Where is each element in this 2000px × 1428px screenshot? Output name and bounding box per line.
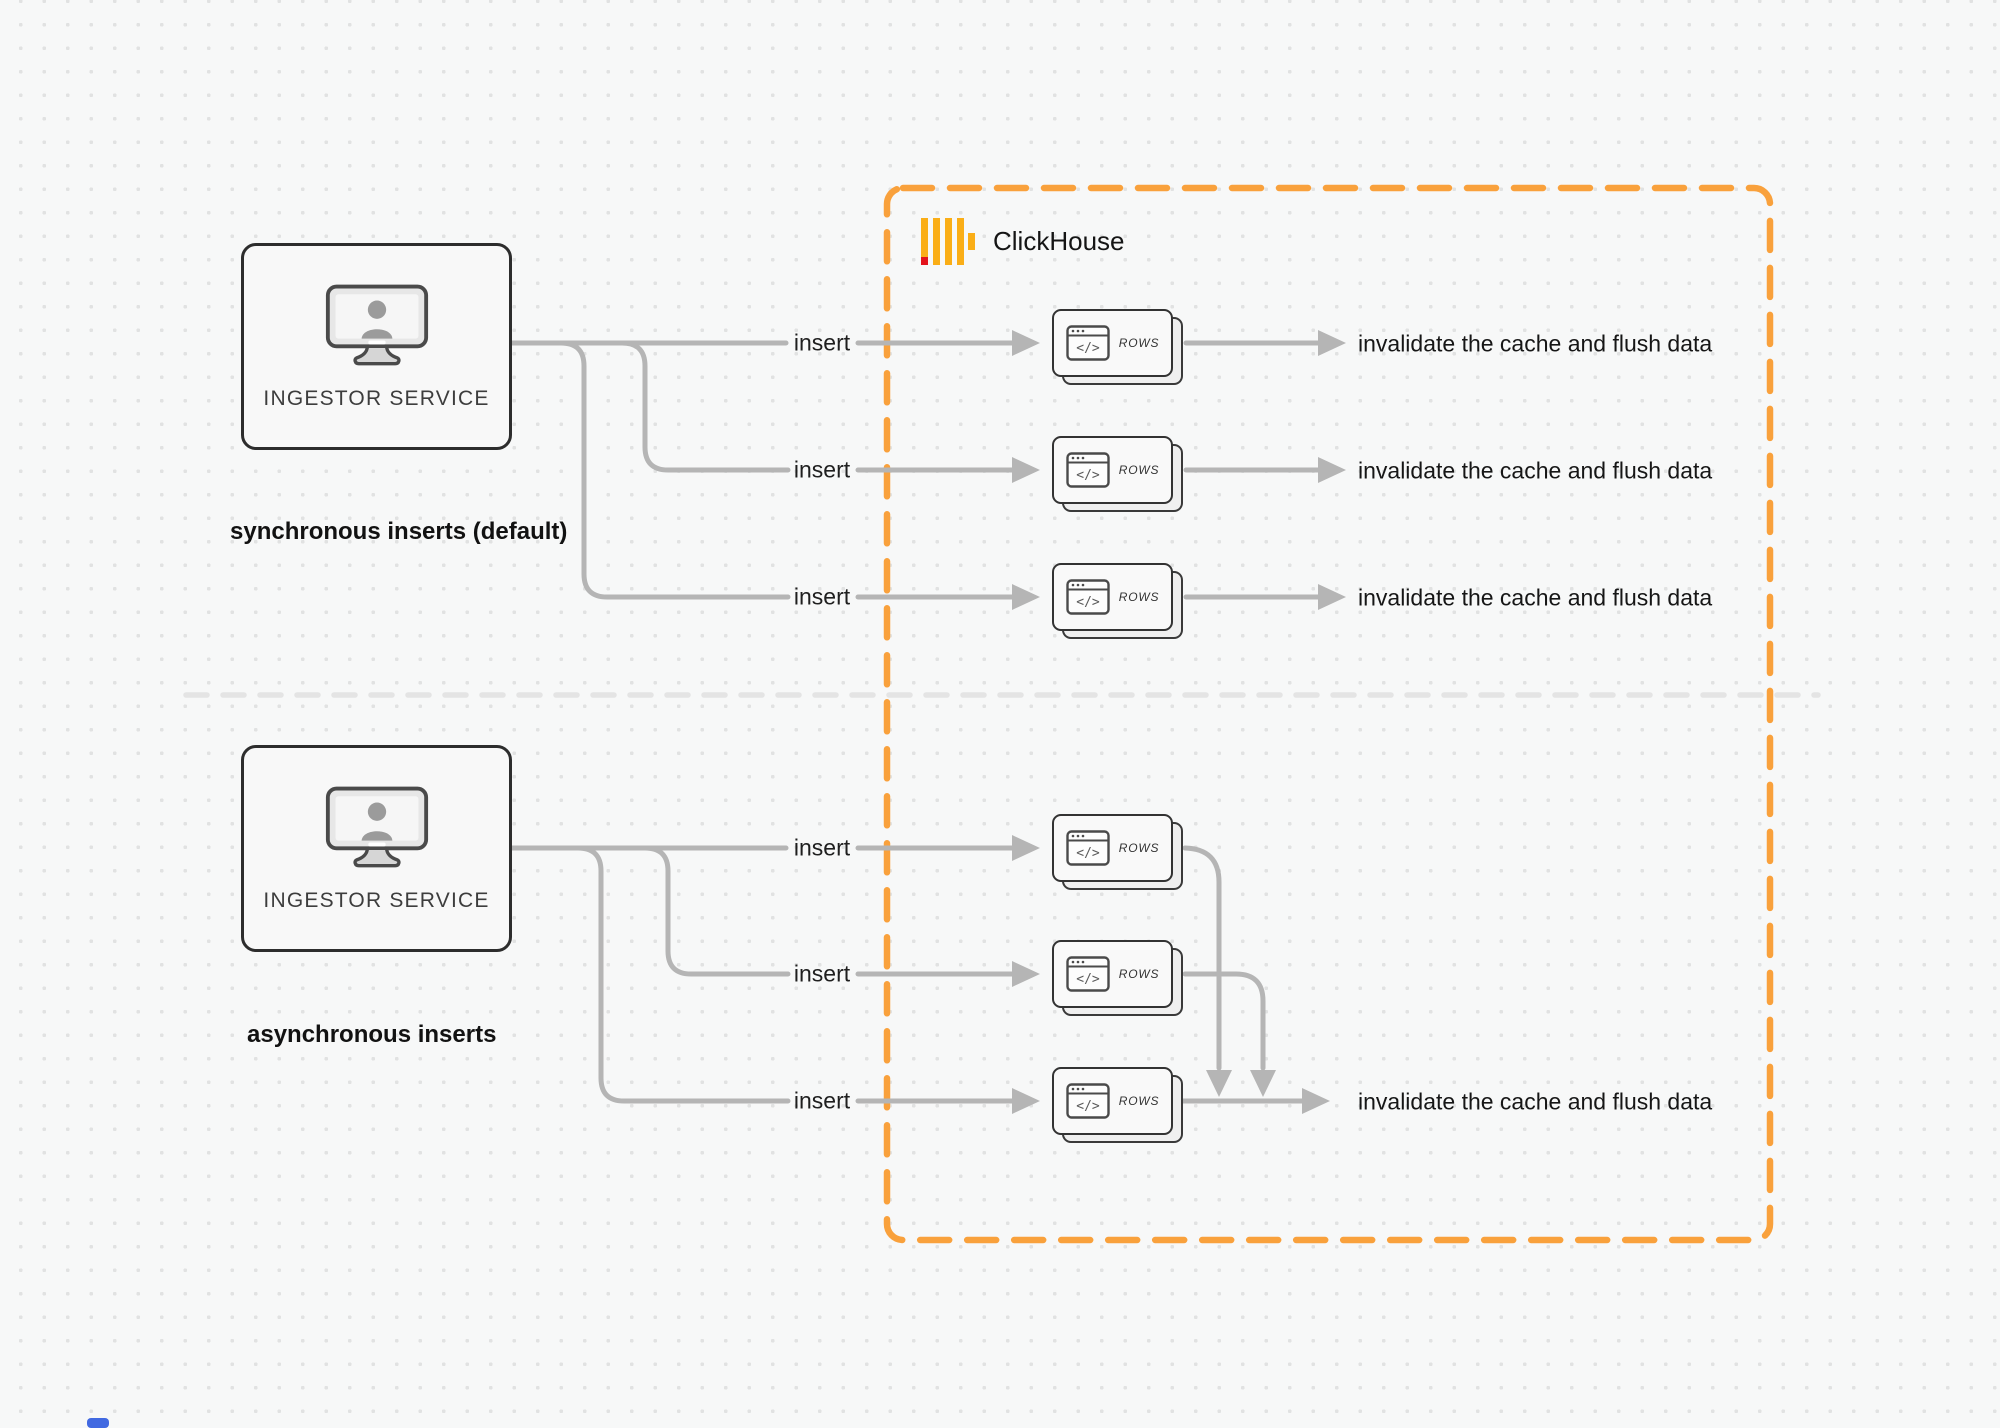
rows-label: ROWS (1118, 967, 1160, 981)
rows-label: ROWS (1118, 841, 1160, 855)
invalidate-label: invalidate the cache and flush data (1358, 457, 1713, 484)
svg-text:</>: </> (1076, 846, 1100, 861)
invalidate-label: invalidate the cache and flush data (1358, 330, 1713, 357)
code-window-icon: </> (1066, 452, 1110, 488)
clickhouse-boundary (883, 184, 1774, 1244)
clickhouse-logo: ClickHouse (921, 218, 1125, 265)
svg-text:</>: </> (1076, 468, 1100, 483)
async-section-heading: asynchronous inserts (247, 1021, 497, 1048)
code-window-icon: </> (1066, 830, 1110, 866)
rows-label: ROWS (1118, 336, 1160, 350)
svg-text:</>: </> (1076, 595, 1100, 610)
rows-label: ROWS (1118, 1094, 1160, 1108)
blue-marker (87, 1418, 109, 1428)
clickhouse-logo-icon (921, 218, 975, 265)
insert-label: insert (793, 456, 851, 483)
code-window-icon: </> (1066, 1083, 1110, 1119)
monitor-user-icon (325, 786, 428, 867)
monitor-user-icon (325, 284, 428, 365)
ingestor-service-box-sync[interactable]: INGESTOR SERVICE (241, 243, 512, 450)
arrowheads (1012, 330, 1346, 1114)
invalidate-label: invalidate the cache and flush data (1358, 584, 1713, 611)
insert-label: insert (793, 583, 851, 610)
rows-table-node[interactable]: </> ROWS (1052, 436, 1183, 512)
invalidate-label: invalidate the cache and flush data (1358, 1088, 1713, 1115)
code-window-icon: </> (1066, 579, 1110, 615)
insert-label: insert (793, 329, 851, 356)
service-box-label: INGESTOR SERVICE (263, 888, 490, 912)
code-window-icon: </> (1066, 325, 1110, 361)
rows-label: ROWS (1118, 463, 1160, 477)
service-box-label: INGESTOR SERVICE (263, 386, 490, 410)
svg-text:</>: </> (1076, 341, 1100, 356)
rows-table-node[interactable]: </> ROWS (1052, 1067, 1183, 1143)
insert-label: insert (793, 834, 851, 861)
insert-label: insert (793, 960, 851, 987)
rows-table-node[interactable]: </> ROWS (1052, 814, 1183, 890)
rows-table-node[interactable]: </> ROWS (1052, 940, 1183, 1016)
clickhouse-title: ClickHouse (993, 226, 1125, 256)
rows-table-node[interactable]: </> ROWS (1052, 309, 1183, 385)
svg-text:</>: </> (1076, 972, 1100, 987)
ingestor-service-box-async[interactable]: INGESTOR SERVICE (241, 745, 512, 952)
insert-label: insert (793, 1087, 851, 1114)
sync-section-heading: synchronous inserts (default) (230, 518, 568, 545)
rows-label: ROWS (1118, 590, 1160, 604)
rows-table-node[interactable]: </> ROWS (1052, 563, 1183, 639)
svg-text:</>: </> (1076, 1099, 1100, 1114)
code-window-icon: </> (1066, 956, 1110, 992)
